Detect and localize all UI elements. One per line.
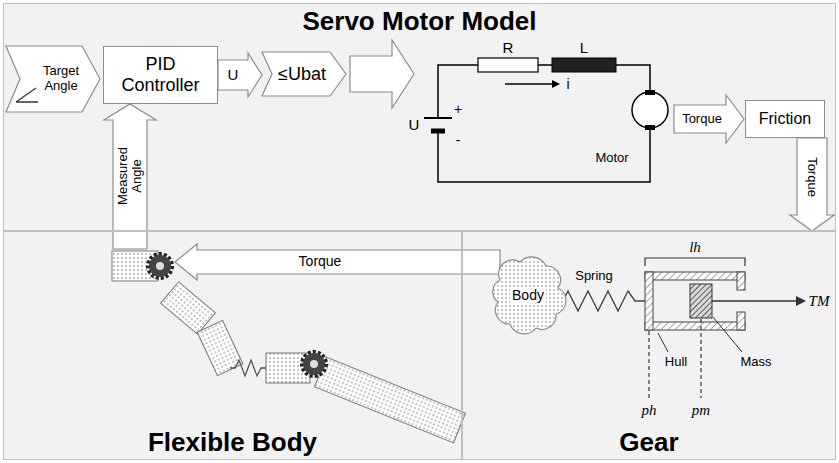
gear-spring: [556, 291, 645, 311]
leader-line: [658, 317, 742, 352]
node-label: ≤Ubat: [278, 64, 326, 85]
circuit-wire: [438, 65, 650, 182]
gear-panel: Gear Body: [462, 231, 836, 460]
position-label: ph: [642, 402, 657, 419]
mass-block: [690, 284, 712, 318]
friction-box: Friction: [745, 100, 825, 138]
panel-title: Gear: [463, 427, 835, 457]
resistor-symbol: [478, 58, 538, 72]
torque-arrow: [674, 95, 744, 143]
feedback-arrow: [104, 104, 156, 231]
hull-wall: [737, 272, 745, 290]
node-label: PID Controller: [110, 54, 211, 95]
torque-arrow: [790, 138, 834, 231]
input-arrow: Target Angle: [6, 46, 100, 112]
body-cloud: Body: [496, 260, 560, 330]
hull-wall: [645, 272, 745, 280]
battery-plate: [431, 129, 445, 134]
position-label: pm: [692, 402, 710, 419]
polarity-sign: +: [454, 102, 462, 117]
node-label: Body: [510, 287, 546, 303]
motor-brush: [645, 125, 655, 130]
panel-title: Flexible Body: [4, 427, 461, 457]
output-arrowhead: [796, 296, 806, 306]
torque-label: Torque: [682, 112, 722, 126]
hull-wall: [645, 322, 745, 330]
limiter-arrow-shape: [262, 52, 346, 96]
length-bracket: [645, 258, 745, 266]
gear-teeth: [302, 352, 326, 376]
ramp-icon: [16, 88, 38, 102]
edge-label: U: [228, 67, 239, 83]
panel-title: Servo Motor Model: [4, 6, 835, 36]
motor-brush: [645, 90, 655, 95]
gear-body: [149, 255, 171, 277]
servo-gear: [148, 254, 172, 278]
controller-box: PID Controller: [103, 46, 218, 104]
gear-hub: [310, 360, 318, 368]
voltage-label: U: [409, 117, 420, 134]
inductor-symbol: [552, 58, 616, 72]
torque-label: Torque: [299, 254, 342, 269]
dimension-label: lh: [689, 239, 701, 256]
body-segment: [161, 282, 216, 334]
gear-hub: [156, 262, 164, 270]
output-torque-label: TM: [809, 293, 830, 310]
current-arrowhead: [552, 80, 560, 88]
torque-arrow: [175, 244, 500, 280]
panel-ground: [3, 3, 836, 231]
component-label: R: [503, 40, 514, 57]
hull-wall: [737, 312, 745, 330]
body-panel: Flexible Body: [3, 231, 462, 460]
part-label: Spring: [575, 269, 613, 283]
body-segment: [266, 353, 310, 383]
current-label: i: [566, 77, 569, 92]
limiter-arrow: ≤Ubat: [262, 52, 346, 96]
output-rod: [712, 300, 796, 301]
supply-arrow: [350, 40, 414, 108]
battery-plate: [424, 117, 452, 119]
body-spring: [230, 360, 266, 376]
node-label: Target Angle: [40, 64, 82, 94]
gear-teeth: [148, 254, 172, 278]
current-arrow: [505, 83, 552, 84]
hull-wall: [645, 272, 653, 330]
part-label: Hull: [665, 355, 687, 369]
body-segment: [314, 357, 465, 443]
body-cloud-shape: [493, 257, 566, 334]
input-arrow-shape: [6, 46, 100, 112]
component-label: L: [580, 40, 588, 57]
position-line: [649, 319, 701, 398]
part-label: Mass: [740, 355, 771, 369]
edge-label: Torque: [805, 157, 819, 197]
gear-body: [303, 353, 325, 375]
servo-gear: [302, 352, 326, 376]
motor-symbol: [632, 92, 668, 128]
polarity-sign: -: [456, 133, 461, 148]
edge-label: Measured Angle: [116, 145, 144, 207]
feedback-arrow-tail: [113, 231, 147, 249]
panel-ground: [462, 231, 836, 460]
signal-arrow: [218, 53, 262, 97]
motor-label: Motor: [595, 151, 628, 165]
node-label: Friction: [759, 110, 811, 128]
